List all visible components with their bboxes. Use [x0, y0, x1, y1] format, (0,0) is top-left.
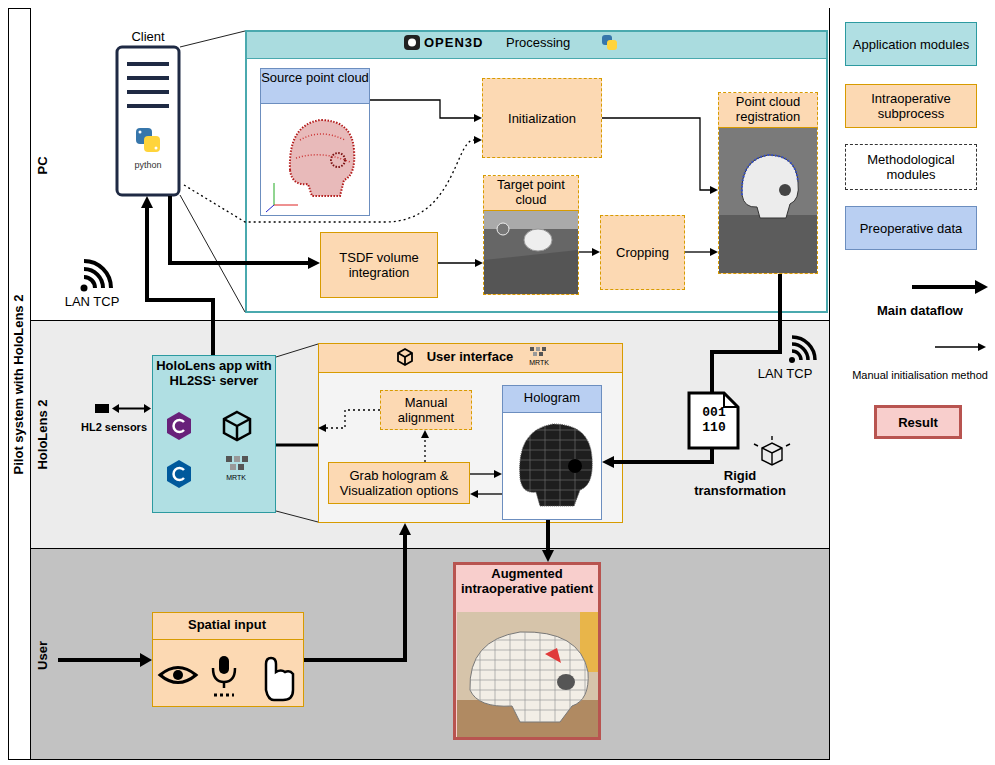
node-text: Processing	[506, 35, 598, 50]
legend-text: Manual initialisation method	[848, 369, 992, 382]
annotation-label: MRTK	[220, 473, 252, 482]
node-text: Augmented intraoperative patient	[456, 566, 598, 596]
node-text: Cropping	[612, 245, 673, 260]
connector	[579, 251, 592, 252]
legend-item: Methodological modules	[845, 144, 977, 190]
node-text: Client	[112, 29, 184, 44]
process-box: Initialization	[482, 78, 602, 158]
annotation-label: Rigid transformation	[686, 468, 794, 498]
swimlane: User Augmented intraoperative patientSpat…	[30, 548, 829, 759]
node-text: Grab hologram & Visualization options	[329, 468, 469, 498]
legend-swatch: Result	[874, 405, 962, 439]
annotation-label: LAN TCP	[752, 366, 818, 381]
legend-text: Result	[894, 415, 942, 430]
node-text: Spatial input	[152, 617, 302, 632]
node-text: Pilot system with HoloLens 2	[11, 294, 26, 474]
process-box: Cropping	[600, 215, 685, 290]
process-box: Grab hologram & Visualization options	[328, 462, 470, 504]
legend-text: Application modules	[849, 37, 973, 52]
legend-swatch: Intraoperative subprocess	[845, 84, 977, 128]
node-text: Point cloud registration	[718, 94, 818, 124]
annotation-label: HL2 sensors	[76, 421, 152, 434]
legend-item: Manual initialisation method	[848, 358, 992, 392]
legend-text: Preoperative data	[856, 221, 967, 236]
connector	[276, 444, 318, 447]
node-text: Target point cloud	[483, 177, 579, 207]
legend-swatch: Preoperative data	[845, 206, 977, 250]
process-box: TSDF volume integration	[320, 232, 438, 298]
legend-swatch: Application modules	[845, 22, 977, 66]
connector	[614, 274, 780, 462]
node-text: Source point cloud	[260, 70, 370, 85]
node-text: HoloLens app with HL2SS¹ server	[154, 358, 274, 388]
connector	[470, 473, 494, 474]
annotation-label: LAN TCP	[52, 294, 132, 309]
connector	[304, 535, 405, 660]
connector	[438, 262, 475, 263]
connector	[326, 410, 380, 428]
connector	[184, 140, 474, 222]
connector	[546, 520, 550, 550]
legend-text: Intraoperative subprocess	[846, 91, 976, 121]
node-text: Initialization	[504, 111, 580, 126]
connector	[170, 196, 308, 263]
node-text: User interface	[418, 349, 522, 364]
connector	[147, 208, 213, 355]
connector	[370, 100, 474, 118]
node-text: PC	[35, 156, 50, 174]
node-text: Hologram	[502, 390, 602, 405]
annotation-label: 001 110	[697, 405, 731, 435]
connector	[478, 493, 502, 494]
connector	[685, 251, 710, 252]
node-text: User	[34, 641, 49, 670]
process-box: Manual alignment	[380, 390, 472, 430]
legend-text: Methodological modules	[846, 152, 976, 182]
legend-item: Main dataflow	[850, 300, 990, 320]
legend-text: Main dataflow	[873, 303, 967, 318]
node-text: TSDF volume integration	[321, 250, 437, 280]
node-text: HoloLens 2	[35, 399, 50, 469]
connector	[602, 118, 710, 190]
node-text: Manual alignment	[381, 395, 471, 425]
node-text: OPEN3D	[424, 35, 502, 50]
annotation-label: python	[124, 160, 172, 171]
annotation-label: MRTK	[525, 358, 553, 367]
connector	[424, 438, 425, 462]
